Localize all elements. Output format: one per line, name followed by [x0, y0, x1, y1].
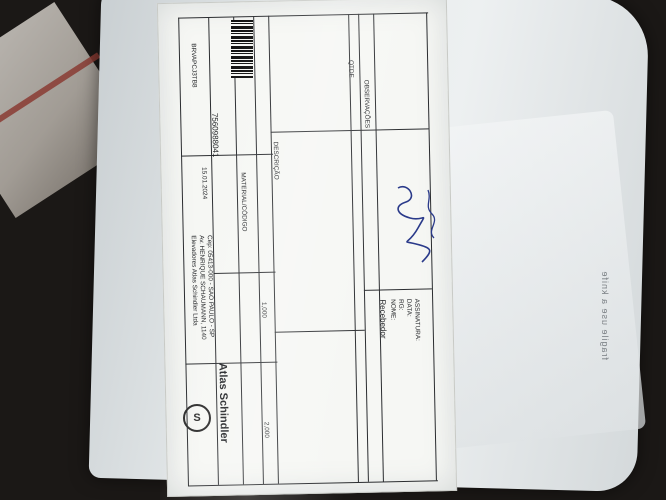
document-number: 7560988041 — [210, 112, 221, 158]
document-date: 15.01.2024 — [200, 167, 208, 200]
item-quantity-b: 1,000 — [260, 301, 268, 318]
barcode — [231, 20, 253, 78]
material-header: MATERIAL/CÓDIGO — [239, 172, 248, 232]
recipient-field-rg: RG: — [397, 298, 405, 311]
recipient-field-date: DATA: — [405, 298, 413, 317]
schindler-logo-icon: S — [183, 404, 211, 432]
recipient-label: Recebedor — [378, 299, 388, 339]
quantity-header: QTDE — [347, 59, 355, 78]
brand-name: Atlas Schindler — [216, 362, 231, 443]
bag-print-text: fragile use a knife — [600, 270, 610, 360]
remarks-header: OBSERVAÇÕES — [362, 79, 371, 129]
handwritten-signature — [388, 180, 448, 275]
recipient-field-name: NOME: — [389, 299, 397, 321]
item-quantity-a: 2,000 — [262, 421, 270, 438]
recipient-field-signature: ASSINATURA: — [413, 298, 421, 341]
document-code-line: BRVAPCJ3TB8 — [189, 43, 198, 88]
description-header: DESCRIÇÃO — [271, 141, 280, 180]
